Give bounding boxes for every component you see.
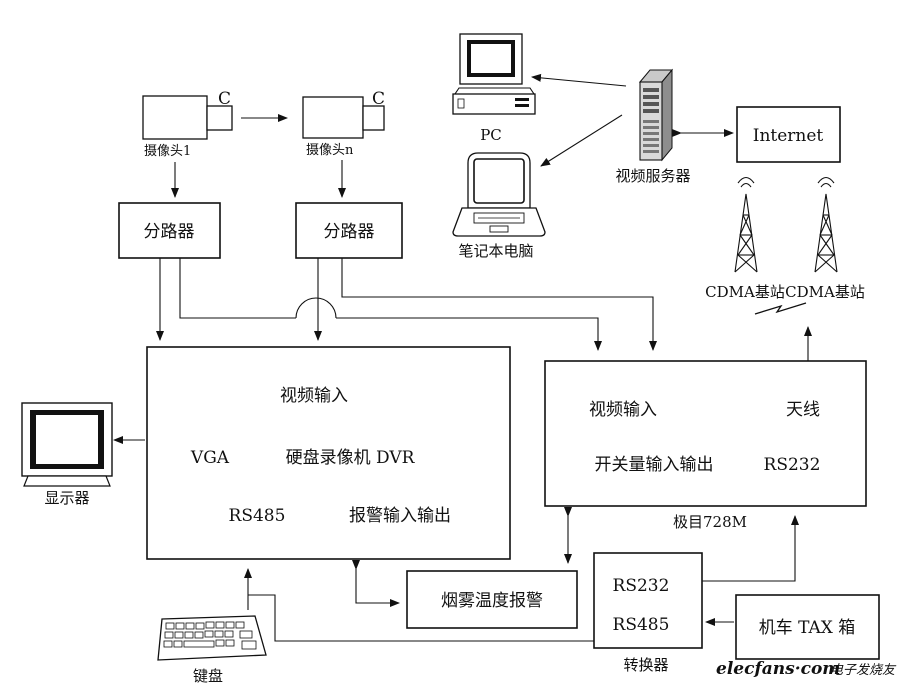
converter-box	[593, 552, 703, 649]
tax-box-label: 机车 TAX 箱	[759, 618, 856, 638]
728-switch-io-label: 开关量输入输出	[595, 455, 714, 475]
keyboard-icon	[157, 615, 267, 661]
pc-icon	[452, 33, 536, 115]
cdma-2-label: CDMA基站	[785, 283, 865, 301]
video-server-icon	[638, 68, 674, 162]
converter-to-dvr-line	[248, 594, 594, 642]
server-to-laptop-arrow	[540, 114, 623, 167]
internet-box	[736, 106, 841, 163]
dvr-video-in-label: 视频输入	[280, 386, 348, 406]
cdma-tower-1-icon	[734, 176, 758, 273]
splitter-1-box	[118, 202, 221, 259]
728-caption: 极目728M	[673, 513, 747, 531]
tax-box	[735, 594, 880, 660]
dvr-box	[146, 346, 511, 560]
splitter-1-label: 分路器	[144, 222, 195, 242]
728-video-in-label: 视频输入	[589, 400, 657, 420]
dvr-title: 硬盘录像机 DVR	[286, 448, 416, 468]
smoke-temp-alarm-label: 烟雾温度报警	[441, 591, 543, 611]
converter-rs485-label: RS485	[613, 615, 670, 635]
keyboard-label: 键盘	[193, 667, 223, 685]
converter-rs232-label: RS232	[613, 576, 670, 596]
laptop-label: 笔记本电脑	[458, 242, 533, 260]
splitter-2-box	[295, 202, 403, 259]
splitter1-to-728-line-a	[179, 258, 296, 319]
camera-n-c-mark: C	[372, 89, 385, 109]
line-crossover-hop	[295, 297, 337, 319]
watermark-cn: 电子发烧友	[830, 663, 897, 678]
monitor-label: 显示器	[44, 489, 89, 507]
smoke-temp-alarm-box	[406, 570, 578, 629]
monitor-icon	[21, 402, 113, 487]
watermark-brand: elecfans·com	[716, 659, 840, 679]
splitter-2-label: 分路器	[324, 222, 375, 242]
camera-1-c-mark: C	[218, 89, 231, 109]
cdma-tower-2-icon	[814, 176, 838, 273]
jimu-728m-box	[544, 360, 867, 507]
dvr-alarm-arrow	[352, 560, 400, 607]
camera-1-icon	[142, 95, 233, 140]
pc-label: PC	[480, 126, 502, 144]
converter-to-728-arrow	[702, 515, 799, 582]
server-to-pc-arrow	[531, 73, 627, 87]
728-antenna-label: 天线	[786, 400, 820, 420]
camera-n-icon	[302, 96, 385, 139]
dvr-rs485-label: RS485	[229, 506, 286, 526]
video-server-label: 视频服务器	[615, 167, 690, 185]
camera-n-label: 摄像头n	[306, 143, 354, 158]
splitter1-to-728-line-b	[336, 317, 602, 351]
laptop-icon	[452, 152, 546, 237]
728-rs232-label: RS232	[764, 455, 821, 475]
wireless-link-icon	[754, 302, 807, 315]
dvr-alarm-io-label: 报警输入输出	[349, 506, 451, 526]
splitter2-to-728-line	[341, 258, 657, 351]
camera-1-label: 摄像头1	[144, 144, 191, 159]
converter-caption: 转换器	[623, 656, 668, 674]
cdma-1-label: CDMA基站	[705, 283, 785, 301]
internet-label: Internet	[753, 126, 824, 146]
dvr-vga-label: VGA	[190, 448, 230, 468]
